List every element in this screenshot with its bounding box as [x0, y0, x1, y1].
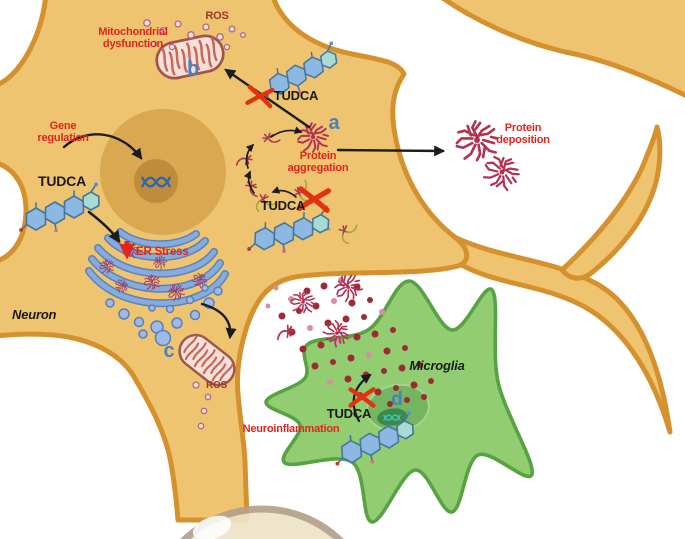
- cytokine-dot-icon: [404, 397, 410, 403]
- arrow-monomer-3: [243, 170, 255, 194]
- ros-particle-icon: [228, 25, 236, 33]
- cytokine-dot-icon: [342, 315, 350, 323]
- arrow-monomer-2: [245, 143, 255, 169]
- arrow-monomer-1: [270, 126, 303, 138]
- arrow-microglia-activation: [352, 373, 372, 423]
- protein-deposition-aggregate: [477, 148, 527, 197]
- cytokine-dot-icon: [390, 327, 396, 333]
- vesicle-icon: [189, 309, 201, 321]
- arrow-gene-regulation: [62, 133, 143, 160]
- cytokine-dot-icon: [299, 345, 307, 353]
- ros-particle-icon: [187, 31, 195, 39]
- ros-particle-icon: [216, 33, 224, 41]
- cytokine-dot-icon: [371, 330, 379, 338]
- vesicle-icon: [201, 284, 209, 292]
- arrow-aggregation-to-mitochondria: [224, 68, 311, 129]
- cytokine-dot-icon: [421, 394, 427, 400]
- arrow-monomer-4: [271, 186, 297, 198]
- vesicle-icon: [138, 329, 148, 339]
- cytokine-dot-icon: [398, 364, 406, 372]
- vesicle-icon: [118, 308, 130, 320]
- vesicle-icon: [165, 304, 175, 314]
- ros-particle-icon: [202, 23, 210, 31]
- vesicle-icon: [133, 316, 145, 328]
- vesicle-icon: [154, 329, 172, 347]
- neuron-nucleus: [100, 109, 226, 235]
- vesicle-icon: [185, 295, 195, 305]
- ros-particle-icon: [239, 31, 247, 39]
- cytokine-dot-icon: [303, 287, 311, 295]
- vesicle-icon: [148, 304, 156, 312]
- neuron-branch-crescent: [559, 124, 663, 281]
- cytokine-dot-icon: [330, 359, 336, 365]
- cytokine-dot-icon: [402, 345, 408, 351]
- cytokine-dot-icon: [381, 368, 387, 374]
- ros-particle-icon: [197, 422, 205, 430]
- ros-particle-icon: [200, 407, 208, 415]
- arrows: [62, 68, 446, 423]
- ros-particle-icon: [192, 381, 200, 389]
- cytokine-dot-icon: [265, 303, 271, 309]
- vesicle-icon: [105, 298, 115, 308]
- cytokine-dot-icon: [278, 312, 286, 320]
- vesicle-icon: [171, 317, 183, 329]
- ros-particle-icon: [204, 393, 212, 401]
- arrow-er-to-mitochondria: [200, 302, 237, 340]
- arrow-aggregation-to-deposition: [336, 145, 446, 157]
- cytokine-dot-icon: [410, 381, 418, 389]
- cytokine-dot-icon: [344, 375, 352, 383]
- vesicle-cluster: [105, 284, 223, 347]
- cytokine-dot-icon: [348, 299, 356, 307]
- cytokine-dot-icon: [393, 385, 399, 391]
- neuron-branch-top-right: [441, 0, 685, 98]
- cytokine-dot-icon: [307, 325, 313, 331]
- cytokine-dot-icon: [361, 314, 367, 320]
- cytokine-dot-icon: [320, 282, 328, 290]
- ros-particles-bottom: [192, 381, 212, 430]
- ros-particle-icon: [174, 20, 182, 28]
- adjacent-cell: [180, 505, 344, 539]
- ros-particle-icon: [159, 27, 167, 35]
- cytokine-dot-icon: [331, 298, 337, 304]
- arrow-tudca-to-er: [87, 210, 121, 243]
- cytokine-dot-icon: [366, 352, 372, 358]
- cytokine-dot-icon: [273, 285, 279, 291]
- ros-particle-icon: [143, 19, 151, 27]
- protein-deposition-aggregate: [455, 120, 499, 162]
- cytokine-dot-icon: [353, 333, 361, 341]
- ros-particles-top: [143, 19, 247, 51]
- cytokine-dot-icon: [311, 362, 319, 370]
- cytokine-dot-icon: [379, 309, 385, 315]
- ros-particle-icon: [168, 43, 176, 51]
- cytokine-dot-icon: [428, 378, 434, 384]
- cytokine-dot-icon: [324, 319, 332, 327]
- cytokine-dot-icon: [374, 388, 382, 396]
- cytokine-dot-icon: [417, 362, 423, 368]
- cytokine-dot-icon: [383, 347, 391, 355]
- cytokine-dot-icon: [367, 297, 373, 303]
- ros-particle-icon: [223, 43, 231, 51]
- cytokine-dot-icon: [327, 379, 333, 385]
- cytokine-dot-icon: [347, 354, 355, 362]
- vesicle-icon: [213, 286, 223, 296]
- cytokine-dot-icon: [317, 341, 325, 349]
- ros-particle-icon: [150, 40, 158, 48]
- cytokine-dot-icon: [387, 401, 393, 407]
